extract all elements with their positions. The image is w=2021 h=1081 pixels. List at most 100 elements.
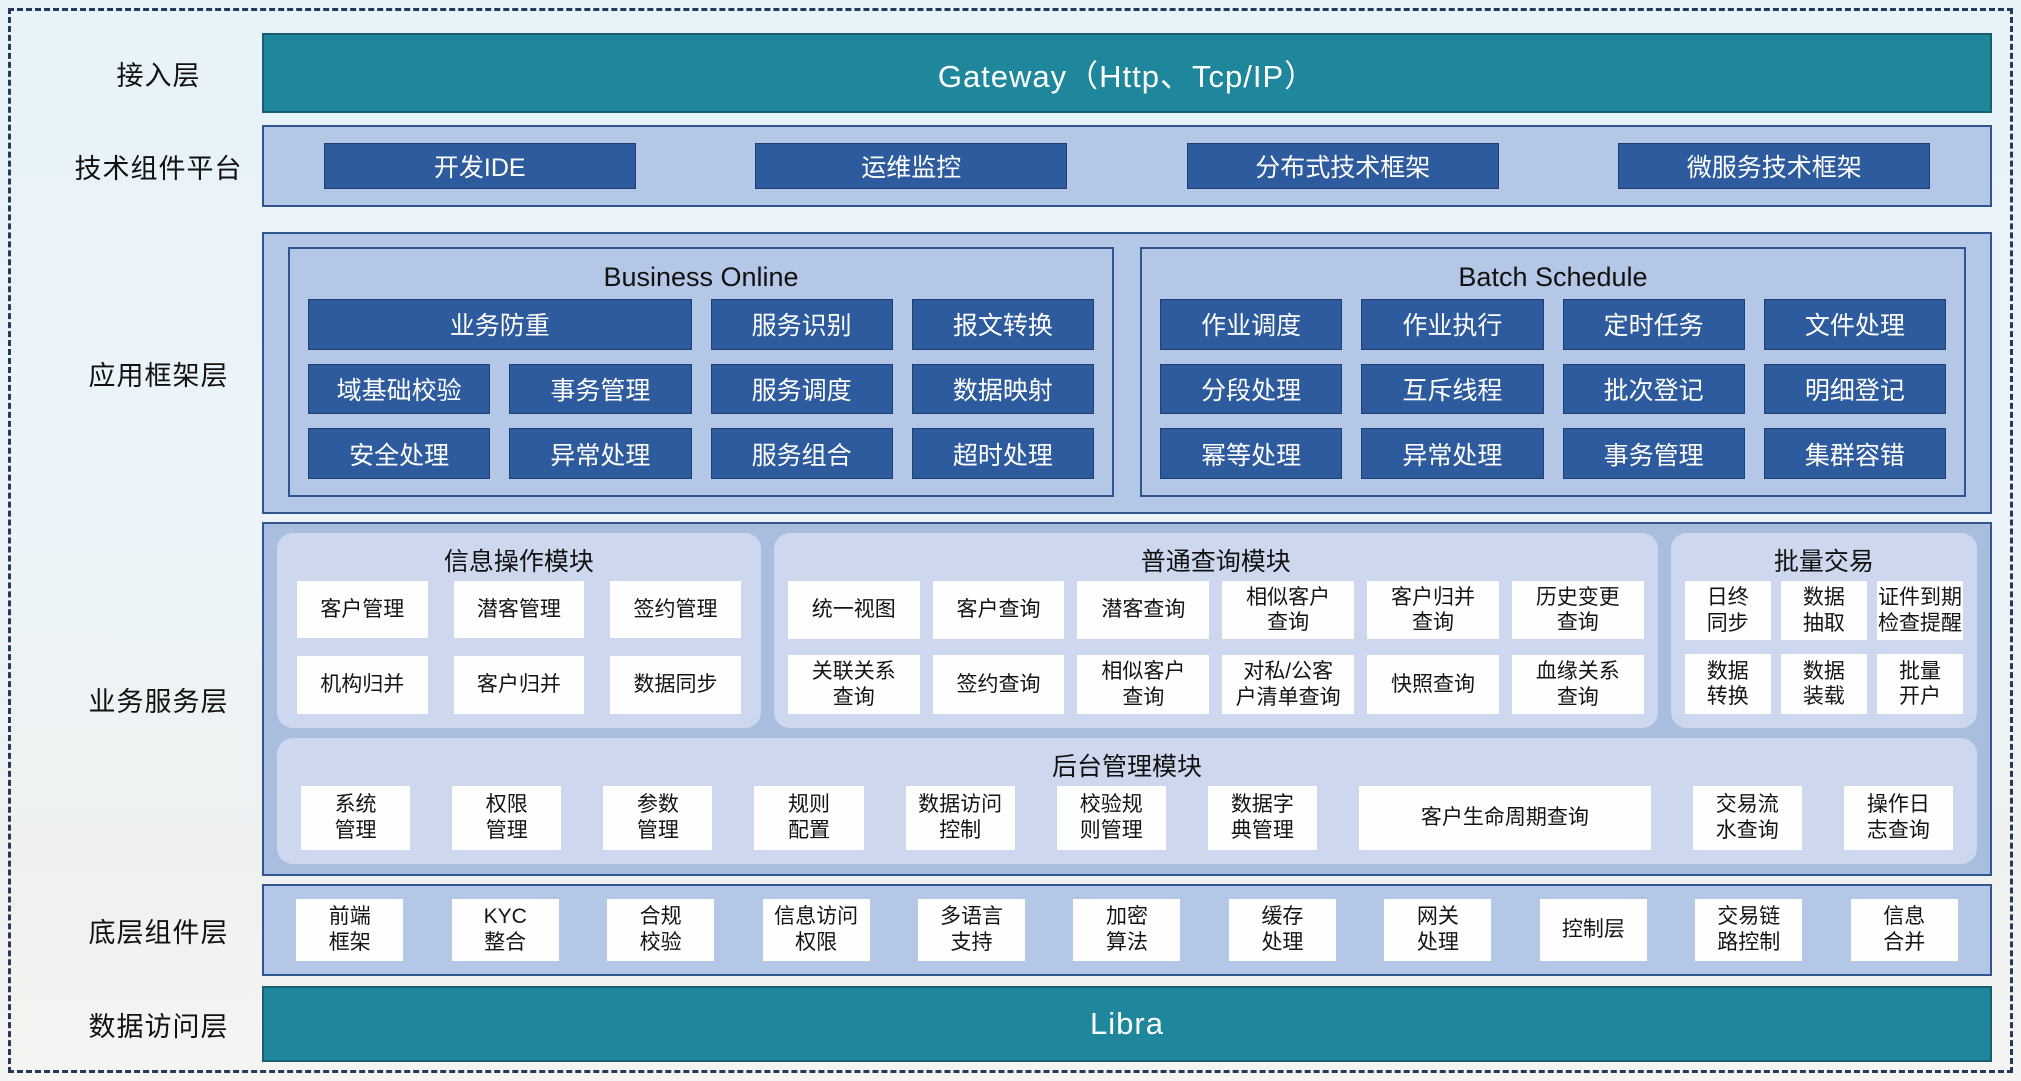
service-block: 交易流 水查询 [1692,785,1802,850]
app-framework-row: 应用框架层 Business Online 业务防重 服务识别 报文转换 域基础… [0,232,1992,514]
service-block: 数据同步 [610,656,741,714]
framework-block: 服务组合 [710,428,893,479]
tech-block: 分布式技术框架 [1186,143,1499,189]
info-ops-title: 信息操作模块 [443,548,594,576]
service-block: 关联关系 查询 [787,655,920,714]
service-block: 数据 转换 [1684,654,1771,714]
framework-block: 批次登记 [1562,363,1745,415]
gateway-bar: Gateway（Http、Tcp/IP） [262,33,1992,113]
component-block: 网关 处理 [1384,899,1492,961]
admin-grid: 系统 管理 权限 管理 参数 管理 规则 配置 数据访问 控制 校验规 则管理 … [291,785,1963,850]
service-block: 数据访问 控制 [905,785,1015,850]
framework-block: 服务识别 [710,299,893,350]
base-components-container: 前端 框架 KYC 整合 合规 校验 信息访问 权限 多语言 支持 加密 算法 … [262,884,1992,976]
service-block: 数据 抽取 [1780,581,1867,641]
service-block: 相似客户 查询 [1077,655,1210,714]
info-ops-grid: 客户管理 潜客管理 签约管理 机构归并 客户归并 数据同步 [291,581,747,714]
component-block: 前端 框架 [296,899,404,961]
component-block: 加密 算法 [1073,899,1181,961]
admin-panel: 后台管理模块 系统 管理 权限 管理 参数 管理 规则 配置 数据访问 控制 校… [277,737,1977,864]
framework-block: 分段处理 [1160,363,1343,415]
framework-block: 服务调度 [710,363,893,415]
batch-schedule-grid: 作业调度 作业执行 定时任务 文件处理 分段处理 互斥线程 批次登记 明细登记 … [1160,299,1946,479]
tech-platform-row: 技术组件平台 开发IDE 运维监控 分布式技术框架 微服务技术框架 [0,125,1992,207]
access-layer-row: 接入层 Gateway（Http、Tcp/IP） [0,33,1992,113]
service-block: 证件到期 检查提醒 [1876,581,1964,641]
framework-block: 互斥线程 [1361,363,1544,415]
component-block: KYC 整合 [451,899,559,961]
layer-label-business-service: 业务服务层 [88,686,229,717]
service-block: 签约管理 [610,581,741,639]
service-block: 规则 配置 [754,785,864,850]
service-block: 对私/公客 户清单查询 [1222,655,1355,714]
layer-label-app-framework: 应用框架层 [88,360,229,391]
batch-transaction-grid: 日终 同步 数据 抽取 证件到期 检查提醒 数据 转换 数据 装载 批量 开户 [1684,581,1964,714]
info-ops-panel: 信息操作模块 客户管理 潜客管理 签约管理 机构归并 客户归并 数据同步 [277,533,761,728]
framework-block: 异常处理 [509,428,692,479]
service-block: 参数 管理 [603,785,713,850]
service-block: 权限 管理 [452,785,562,850]
service-block: 日终 同步 [1684,581,1771,641]
layer-label-data-access: 数据访问层 [88,1011,229,1042]
batch-schedule-title: Batch Schedule [1458,261,1648,292]
business-service-top: 信息操作模块 客户管理 潜客管理 签约管理 机构归并 客户归并 数据同步 普通查… [277,533,1978,728]
component-block: 合规 校验 [607,899,715,961]
service-block: 相似客户 查询 [1222,581,1355,640]
service-block: 签约查询 [932,655,1065,714]
business-online-section: Business Online 业务防重 服务识别 报文转换 域基础校验 事务管… [288,247,1114,497]
framework-block: 明细登记 [1763,363,1946,415]
service-block: 快照查询 [1367,655,1499,714]
framework-block: 业务防重 [308,299,692,350]
tech-platform-container: 开发IDE 运维监控 分布式技术框架 微服务技术框架 [262,125,1992,207]
component-block: 控制层 [1539,899,1647,961]
batch-transaction-panel: 批量交易 日终 同步 数据 抽取 证件到期 检查提醒 数据 转换 数据 装载 批… [1670,533,1978,728]
service-block: 客户生命周期查询 [1358,785,1651,850]
query-panel: 普通查询模块 统一视图 客户查询 潜客查询 相似客户 查询 客户归并 查询 历史… [773,533,1658,728]
business-service-container: 信息操作模块 客户管理 潜客管理 签约管理 机构归并 客户归并 数据同步 普通查… [262,522,1992,876]
tech-block: 开发IDE [323,143,636,189]
business-service-row: 业务服务层 信息操作模块 客户管理 潜客管理 签约管理 机构归并 客户归并 数据… [0,522,1992,876]
query-title: 普通查询模块 [1140,548,1291,576]
app-framework-container: Business Online 业务防重 服务识别 报文转换 域基础校验 事务管… [262,232,1992,514]
framework-block: 集群容错 [1763,428,1946,479]
component-block: 缓存 处理 [1228,899,1336,961]
component-block: 信息访问 权限 [762,899,870,961]
service-block: 血缘关系 查询 [1511,655,1644,714]
framework-block: 文件处理 [1763,299,1946,350]
framework-block: 事务管理 [509,363,692,415]
framework-block: 安全处理 [308,428,491,479]
framework-block: 事务管理 [1562,428,1745,479]
business-online-grid: 业务防重 服务识别 报文转换 域基础校验 事务管理 服务调度 数据映射 安全处理… [308,299,1094,479]
framework-block: 超时处理 [911,428,1094,479]
service-block: 客户查询 [932,581,1065,640]
data-access-row: 数据访问层 Libra [0,986,1992,1062]
service-block: 统一视图 [787,581,920,640]
service-block: 历史变更 查询 [1511,581,1644,640]
service-block: 客户归并 查询 [1367,581,1499,640]
framework-block: 作业调度 [1160,299,1343,350]
framework-block: 异常处理 [1361,428,1544,479]
service-block: 客户归并 [453,656,585,714]
service-block: 机构归并 [297,656,428,714]
service-block: 数据 装载 [1780,654,1867,714]
framework-block: 报文转换 [911,299,1094,350]
framework-block: 数据映射 [911,363,1094,415]
service-block: 系统 管理 [301,785,411,850]
tech-block: 微服务技术框架 [1618,143,1931,189]
layer-label-tech-platform: 技术组件平台 [74,153,243,184]
tech-block: 运维监控 [755,143,1068,189]
libra-bar: Libra [262,986,1992,1062]
framework-block: 域基础校验 [308,363,491,415]
service-block: 批量 开户 [1876,654,1964,714]
framework-block: 幂等处理 [1160,428,1343,479]
admin-title: 后台管理模块 [1051,752,1202,781]
layer-label-access: 接入层 [116,60,201,91]
layer-label-base-components: 底层组件层 [88,917,229,948]
component-block: 多语言 支持 [918,899,1026,961]
service-block: 潜客查询 [1077,581,1210,640]
service-block: 校验规 则管理 [1056,785,1166,850]
service-block: 数据字 典管理 [1207,785,1317,850]
component-block: 交易链 路控制 [1695,899,1803,961]
framework-block: 作业执行 [1361,299,1544,350]
